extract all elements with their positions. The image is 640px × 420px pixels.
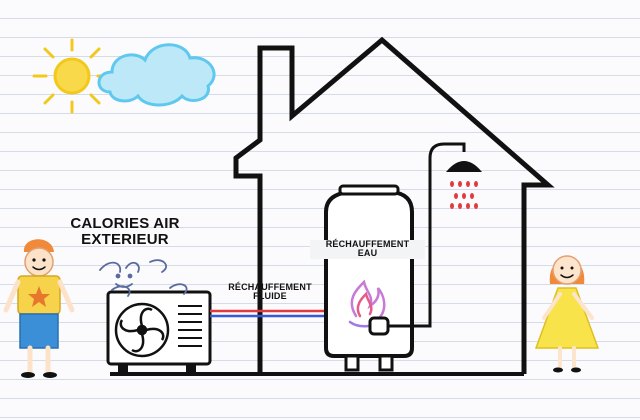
water-tank (324, 184, 414, 372)
fluid-line-2: FLUIDE (253, 291, 287, 302)
air-swirl-icon (99, 259, 188, 297)
sun-icon (32, 38, 112, 114)
outdoor-air-calories-label: CALORIES AIR EXTERIEUR (40, 216, 210, 248)
calories-line-2: EXTERIEUR (81, 230, 169, 248)
cloud-icon (97, 43, 216, 107)
shower-icon (446, 161, 482, 209)
vent-lines (178, 305, 202, 347)
water-line-2: EAU (357, 248, 378, 259)
fluid-pipes (210, 309, 326, 318)
calories-line-1: CALORIES AIR (70, 215, 180, 232)
fluid-line-1: RÉCHAUFFEMENT (228, 282, 312, 292)
heat-pump-unit (99, 259, 212, 374)
water-heating-label: RÉCHAUFFEMENT EAU (310, 239, 425, 259)
girl-figure (534, 255, 600, 373)
shower-pipe (388, 142, 466, 328)
fluid-heating-label: RÉCHAUFFEMENT FLUIDE (212, 282, 328, 302)
fan-icon (114, 302, 170, 358)
water-line-1: RÉCHAUFFEMENT (325, 239, 410, 249)
house-outline (233, 36, 555, 374)
boy-figure (3, 239, 75, 378)
